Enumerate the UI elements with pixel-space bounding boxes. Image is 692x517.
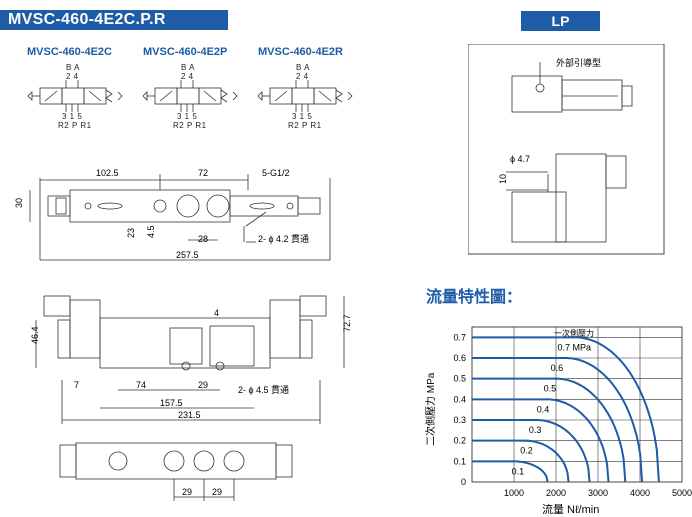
dim-74: 74 (136, 380, 146, 390)
dim-30: 30 (14, 198, 24, 208)
symbol-top-nums: 2 4 (296, 72, 309, 81)
series-line-6 (472, 336, 660, 483)
symbol-bottom-nums: 3 1 5 (177, 112, 198, 121)
dim-28: 28 (198, 234, 208, 244)
y-tick-label: 0.6 (453, 353, 466, 363)
series-line-4 (472, 377, 627, 483)
flow-chart: 0 0.1 0.2 0.3 0.4 0.5 0.6 0.7 1000 2000 3000 4000 50… (424, 326, 692, 516)
model-name-4e2r: MVSC-460-4E2R (258, 46, 343, 58)
dim-4-5: 4.5 (146, 225, 156, 238)
dim-29-a: 29 (182, 487, 192, 497)
y-axis-label: 二次側壓力 MPa (424, 372, 437, 446)
y-tick-label: 0.4 (453, 394, 466, 404)
series-label: 0.4 (537, 404, 550, 414)
flow-chart-title: 流量特性圖： (426, 289, 523, 306)
symbol-bottom-nums: 3 1 5 (62, 112, 83, 121)
valve-symbol-4e2c (27, 80, 123, 112)
plot-frame (471, 326, 683, 483)
flow-chart-labels: 0 0.1 0.2 0.3 0.4 0.5 0.6 0.7 1000 2000 3000 4000 50… (453, 332, 692, 498)
symbol-bottom-ports: R2 P R1 (58, 121, 92, 130)
hole-label: 2- ϕ 4.5 貫通 (238, 385, 289, 395)
model-name-4e2c: MVSC-460-4E2C (27, 46, 112, 58)
symbol-bottom-ports: R2 P R1 (288, 121, 322, 130)
x-tick-label: 3000 (588, 488, 608, 498)
symbol-bottom-ports: R2 P R1 (173, 121, 207, 130)
dim-46-4: 46.4 (30, 326, 40, 344)
series-label: 0.1 (512, 466, 525, 476)
y-tick-label: 0.1 (453, 456, 466, 466)
symbol-bottom-nums: 3 1 5 (292, 112, 313, 121)
symbol-top-ports: B A (66, 63, 80, 72)
series-label: 0.2 (520, 446, 533, 456)
series-line-2 (472, 419, 591, 483)
y-tick-label: 0 (461, 477, 466, 487)
series-line-0 (472, 460, 549, 483)
symbol-top-nums: 2 4 (181, 72, 194, 81)
lp-view-drawing: 外部引導型 ϕ 4.7 10 (468, 44, 665, 255)
x-tick-label: 4000 (630, 488, 650, 498)
dim-4: 4 (214, 308, 219, 318)
front-view-drawing: 4 46.4 72.7 7 74 29 2- ϕ 4.5 貫通 157.5 23… (30, 295, 352, 424)
thread-label: 5-G1/2 (262, 168, 290, 178)
symbol-top-ports: B A (296, 63, 310, 72)
dim-29: 29 (198, 380, 208, 390)
lp-type-label: 外部引導型 (556, 57, 601, 68)
dim-7: 7 (74, 380, 79, 390)
series-label: 0.6 (551, 363, 564, 373)
dim-102-5: 102.5 (96, 168, 119, 178)
dim-72: 72 (198, 168, 208, 178)
series-line-1 (472, 439, 570, 483)
valve-symbol-4e2p (142, 80, 238, 112)
valve-symbol-4e2r (257, 80, 353, 112)
x-tick-label: 2000 (546, 488, 566, 498)
dim-257-5: 257.5 (176, 250, 199, 260)
series-line-3 (472, 398, 610, 483)
dim-231-5: 231.5 (178, 410, 201, 420)
dim-157-5: 157.5 (160, 398, 183, 408)
y-tick-label: 0.2 (453, 436, 466, 446)
series-label: 0.5 (544, 384, 557, 394)
series-label: 0.3 (529, 425, 542, 435)
top-view-drawing: 102.5 72 5-G1/2 30 23 4.5 28 2- ϕ 4.2 貫通… (14, 168, 331, 261)
lp-phi-label: ϕ 4.7 (510, 154, 530, 164)
valve-symbols (27, 80, 353, 112)
y-tick-label: 0.5 (453, 374, 466, 384)
model-name-4e2p: MVSC-460-4E2P (143, 46, 228, 58)
x-tick-label: 1000 (504, 488, 524, 498)
x-axis-label: 流量 Nℓ/min (542, 502, 599, 516)
lp-dim-10: 10 (498, 174, 508, 184)
dim-72-7: 72.7 (342, 314, 352, 332)
dim-29-b: 29 (212, 487, 222, 497)
series-label: 0.7 MPa (557, 342, 591, 352)
top-note: 一次側壓力 (554, 328, 594, 338)
title-banner: MVSC-460-4E2C.P.R (0, 10, 228, 30)
y-tick-label: 0.7 (453, 332, 466, 342)
series-line-5 (472, 357, 644, 483)
flow-chart-series (472, 336, 660, 483)
dim-23: 23 (126, 228, 136, 238)
lp-banner: LP (521, 11, 600, 31)
bottom-view-drawing: 29 29 (59, 442, 293, 501)
hole-label: 2- ϕ 4.2 貫通 (258, 234, 309, 244)
page-title: MVSC-460-4E2C.P.R (8, 11, 166, 28)
symbol-top-ports: B A (181, 63, 195, 72)
symbol-top-nums: 2 4 (66, 72, 79, 81)
y-tick-label: 0.3 (453, 415, 466, 425)
x-tick-label: 5000 (672, 488, 692, 498)
